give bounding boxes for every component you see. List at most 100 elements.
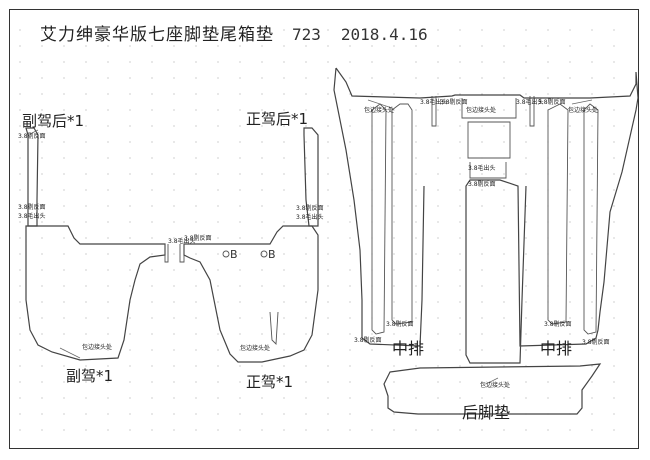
- grid-dot: [283, 77, 285, 79]
- grid-dot: [129, 189, 131, 191]
- grid-dot: [239, 45, 241, 47]
- grid-dot: [525, 141, 527, 143]
- grid-dot: [393, 157, 395, 159]
- grid-dot: [239, 189, 241, 191]
- grid-dot: [459, 237, 461, 239]
- grid-dot: [459, 301, 461, 303]
- grid-dot: [503, 333, 505, 335]
- grid-dot: [327, 237, 329, 239]
- grid-dot: [129, 349, 131, 351]
- grid-dot: [327, 61, 329, 63]
- drawing-frame: [9, 9, 639, 449]
- grid-dot: [349, 429, 351, 431]
- grid-dot: [173, 141, 175, 143]
- grid-dot: [393, 381, 395, 383]
- grid-dot: [415, 29, 417, 31]
- grid-dot: [349, 301, 351, 303]
- grid-dot: [437, 157, 439, 159]
- grid-dot: [129, 381, 131, 383]
- grid-dot: [195, 221, 197, 223]
- grid-dot: [503, 381, 505, 383]
- grid-dot: [459, 29, 461, 31]
- grid-dot: [217, 93, 219, 95]
- grid-dot: [459, 125, 461, 127]
- grid-dot: [63, 429, 65, 431]
- grid-dot: [41, 269, 43, 271]
- grid-dot: [107, 253, 109, 255]
- grid-dot: [547, 45, 549, 47]
- grid-dot: [63, 173, 65, 175]
- grid-dot: [129, 317, 131, 319]
- grid-dot: [195, 317, 197, 319]
- grid-dot: [371, 45, 373, 47]
- grid-dot: [217, 141, 219, 143]
- grid-dot: [371, 397, 373, 399]
- grid-dot: [129, 29, 131, 31]
- grid-dot: [591, 189, 593, 191]
- grid-dot: [569, 253, 571, 255]
- grid-dot: [107, 61, 109, 63]
- grid-dot: [283, 173, 285, 175]
- grid-dot: [85, 253, 87, 255]
- grid-dot: [195, 189, 197, 191]
- grid-dot: [63, 125, 65, 127]
- grid-dot: [261, 381, 263, 383]
- grid-dot: [371, 333, 373, 335]
- label-driver: 正驾*1: [246, 373, 293, 391]
- grid-dot: [503, 301, 505, 303]
- grid-dot: [569, 285, 571, 287]
- grid-dot: [151, 205, 153, 207]
- grid-dot: [217, 397, 219, 399]
- grid-dot: [283, 285, 285, 287]
- grid-dot: [151, 253, 153, 255]
- grid-dot: [569, 77, 571, 79]
- grid-dot: [415, 93, 417, 95]
- grid-dot: [173, 77, 175, 79]
- grid-dot: [239, 269, 241, 271]
- grid-dot: [481, 317, 483, 319]
- grid-dot: [85, 77, 87, 79]
- grid-dot: [41, 221, 43, 223]
- grid-dot: [459, 333, 461, 335]
- grid-dot: [349, 397, 351, 399]
- grid-dot: [481, 349, 483, 351]
- grid-dot: [569, 237, 571, 239]
- grid-dot: [327, 317, 329, 319]
- grid-dot: [261, 349, 263, 351]
- grid-dot: [19, 61, 21, 63]
- grid-dot: [305, 317, 307, 319]
- grid-dot: [437, 269, 439, 271]
- grid-dot: [173, 349, 175, 351]
- grid-dot: [107, 413, 109, 415]
- grid-dot: [349, 109, 351, 111]
- grid-dot: [41, 237, 43, 239]
- grid-dot: [569, 397, 571, 399]
- grid-dot: [393, 333, 395, 335]
- front-mats-outline: [25, 129, 319, 363]
- grid-dot: [393, 317, 395, 319]
- grid-dot: [503, 317, 505, 319]
- note-rd-reverse: 3.8剔反面: [296, 204, 324, 212]
- grid-dot: [195, 157, 197, 159]
- grid-dot: [151, 93, 153, 95]
- grid-dot: [503, 269, 505, 271]
- grid-dot: [129, 237, 131, 239]
- grid-dot: [393, 285, 395, 287]
- grid-dot: [195, 253, 197, 255]
- grid-dot: [327, 93, 329, 95]
- grid-dot: [613, 333, 615, 335]
- note-rp-top: 3.8剔反面: [18, 132, 46, 140]
- grid-dot: [85, 237, 87, 239]
- grid-dot: [525, 157, 527, 159]
- grid-dot: [129, 429, 131, 431]
- grid-dot: [525, 45, 527, 47]
- grid-dot: [19, 317, 21, 319]
- grid-dot: [393, 109, 395, 111]
- grid-dot: [107, 93, 109, 95]
- grid-dot: [481, 77, 483, 79]
- grid-dot: [503, 285, 505, 287]
- grid-dot: [173, 205, 175, 207]
- grid-dot: [195, 125, 197, 127]
- grid-dot: [481, 429, 483, 431]
- grid-dot: [129, 141, 131, 143]
